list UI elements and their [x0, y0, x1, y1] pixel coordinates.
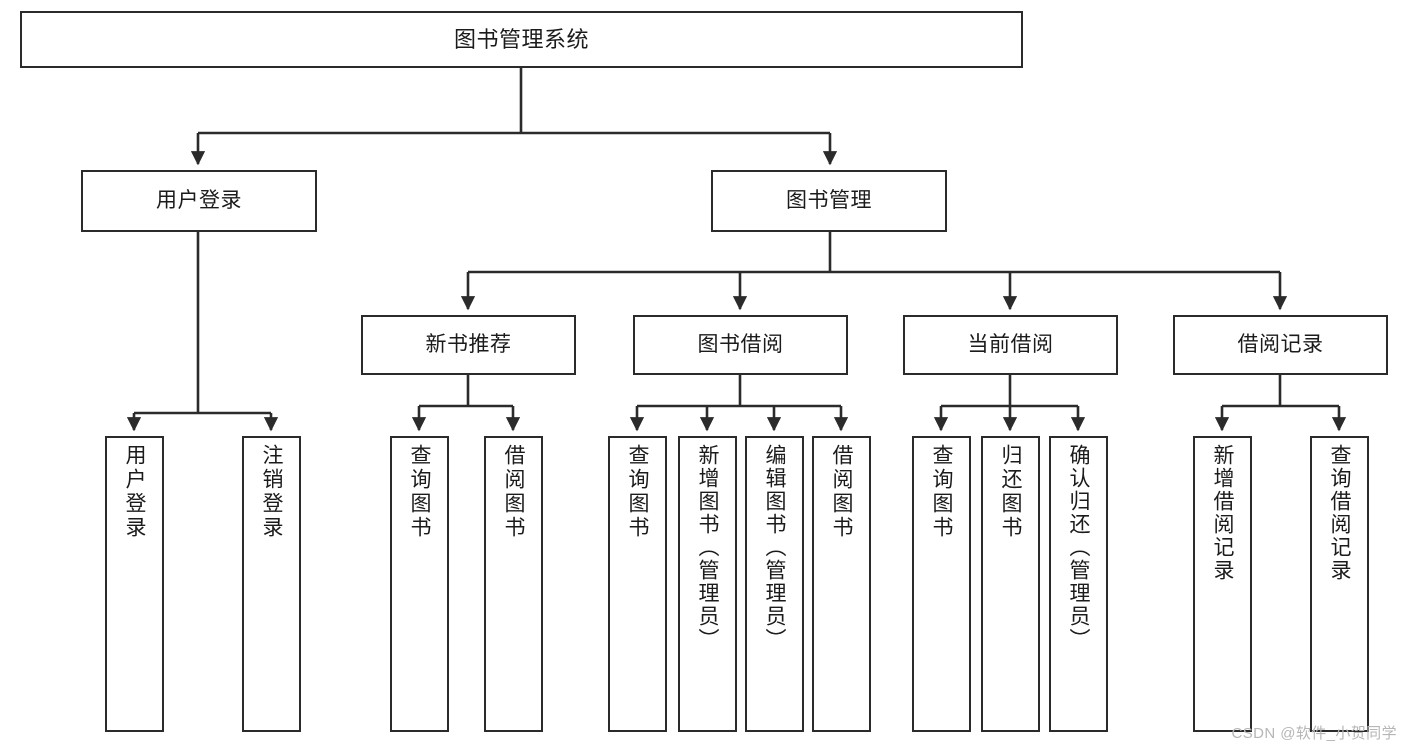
leaf-edit-book-admin[interactable]: 编辑图书（管理员）: [745, 436, 804, 732]
leaf-query-borrow-record[interactable]: 查询借阅记录: [1310, 436, 1369, 732]
node-label: 图书借阅: [697, 332, 784, 356]
leaf-query-book-new-book-rec[interactable]: 查询图书: [390, 436, 449, 732]
node-label: 用户登录: [156, 188, 242, 212]
leaf-borrow-book-book-borrow[interactable]: 借阅图书: [812, 436, 871, 732]
watermark: CSDN @软件_小贺同学: [1231, 725, 1397, 742]
node-label: 归还图书: [999, 444, 1022, 540]
node-label: 编辑图书（管理员）: [763, 444, 786, 651]
node-label: 查询图书: [626, 444, 649, 540]
node-label: 图书管理: [786, 188, 872, 212]
leaf-query-book-current-borrow[interactable]: 查询图书: [912, 436, 971, 732]
node-label: 注销登录: [260, 444, 283, 540]
leaf-add-borrow-record[interactable]: 新增借阅记录: [1193, 436, 1252, 732]
node-new-book-recommendation[interactable]: 新书推荐: [361, 315, 576, 375]
node-root-book-management-system[interactable]: 图书管理系统: [20, 11, 1023, 68]
leaf-query-book-book-borrow[interactable]: 查询图书: [608, 436, 667, 732]
node-borrowing-record[interactable]: 借阅记录: [1173, 315, 1388, 375]
node-label: 确认归还（管理员）: [1067, 444, 1090, 651]
node-label: 借阅图书: [502, 444, 525, 540]
leaf-logout[interactable]: 注销登录: [242, 436, 301, 732]
leaf-borrow-book-new-book-rec[interactable]: 借阅图书: [484, 436, 543, 732]
leaf-add-book-admin[interactable]: 新增图书（管理员）: [678, 436, 737, 732]
node-label: 新书推荐: [425, 332, 512, 356]
node-label: 借阅图书: [830, 444, 853, 540]
leaf-confirm-return-admin[interactable]: 确认归还（管理员）: [1049, 436, 1108, 732]
node-book-borrowing[interactable]: 图书借阅: [633, 315, 848, 375]
node-current-borrowing[interactable]: 当前借阅: [903, 315, 1118, 375]
node-book-management[interactable]: 图书管理: [711, 170, 947, 232]
leaf-return-book[interactable]: 归还图书: [981, 436, 1040, 732]
node-label: 借阅记录: [1237, 332, 1324, 356]
node-label: 新增图书（管理员）: [696, 444, 719, 651]
node-label: 新增借阅记录: [1211, 444, 1234, 582]
node-label: 查询借阅记录: [1328, 444, 1351, 582]
node-label: 查询图书: [930, 444, 953, 540]
node-user-login[interactable]: 用户登录: [81, 170, 317, 232]
node-label: 当前借阅: [967, 332, 1054, 356]
leaf-user-login[interactable]: 用户登录: [105, 436, 164, 732]
node-label: 用户登录: [123, 444, 146, 540]
node-label: 图书管理系统: [453, 26, 589, 52]
node-label: 查询图书: [408, 444, 431, 540]
